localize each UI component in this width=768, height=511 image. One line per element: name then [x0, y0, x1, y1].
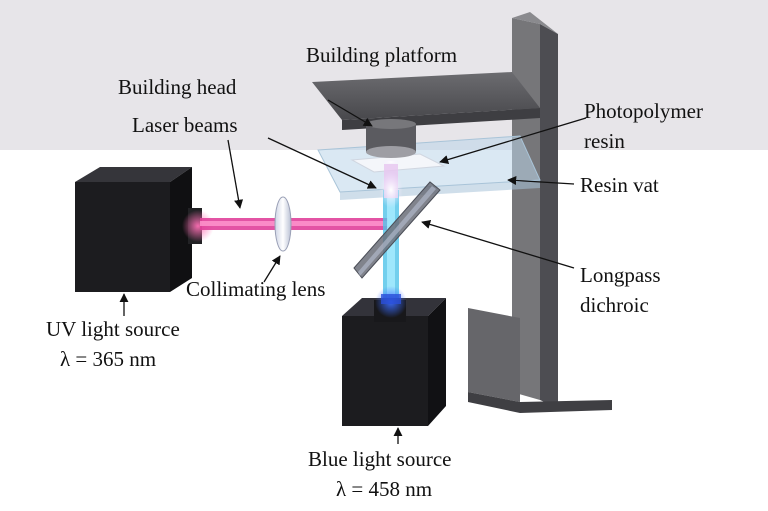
- label-collimating-lens: Collimating lens: [186, 277, 326, 301]
- building-head: [366, 119, 416, 165]
- collimating-lens: [274, 196, 292, 252]
- label-longpass-dichroic-line1: Longpass: [580, 263, 661, 287]
- label-resin-vat: Resin vat: [580, 173, 659, 197]
- blue-light-source-box: [342, 286, 446, 426]
- leader-lines: [119, 99, 587, 444]
- label-uv-source-name: UV light source: [46, 317, 180, 341]
- label-blue-source-wavelength: λ = 458 nm: [336, 477, 433, 501]
- combined-beam: [379, 164, 403, 208]
- uv-laser-beam: [200, 218, 388, 230]
- label-uv-source-wavelength: λ = 365 nm: [60, 347, 157, 371]
- arrow-building-head: [327, 99, 373, 127]
- uv-light-source-box: [75, 167, 214, 292]
- label-building-head: Building head: [118, 75, 237, 99]
- label-building-platform: Building platform: [306, 43, 458, 67]
- blue-laser-beam: [383, 190, 399, 308]
- label-laser-beams: Laser beams: [132, 113, 238, 137]
- arrow-resin-vat: [507, 175, 575, 186]
- arrow-longpass-dichroic: [421, 220, 575, 269]
- longpass-dichroic-mirror: [353, 181, 441, 279]
- label-longpass-dichroic-line2: dichroic: [580, 293, 649, 317]
- label-photopolymer-resin-line2: resin: [584, 129, 625, 153]
- arrow-laser-beams-lower: [227, 139, 244, 209]
- arrow-collimating-lens: [263, 255, 281, 283]
- label-photopolymer-resin-line1: Photopolymer: [584, 99, 703, 123]
- arrow-laser-beams-upper: [267, 137, 377, 189]
- label-blue-source-name: Blue light source: [308, 447, 452, 471]
- arrow-photopolymer-resin: [439, 117, 587, 164]
